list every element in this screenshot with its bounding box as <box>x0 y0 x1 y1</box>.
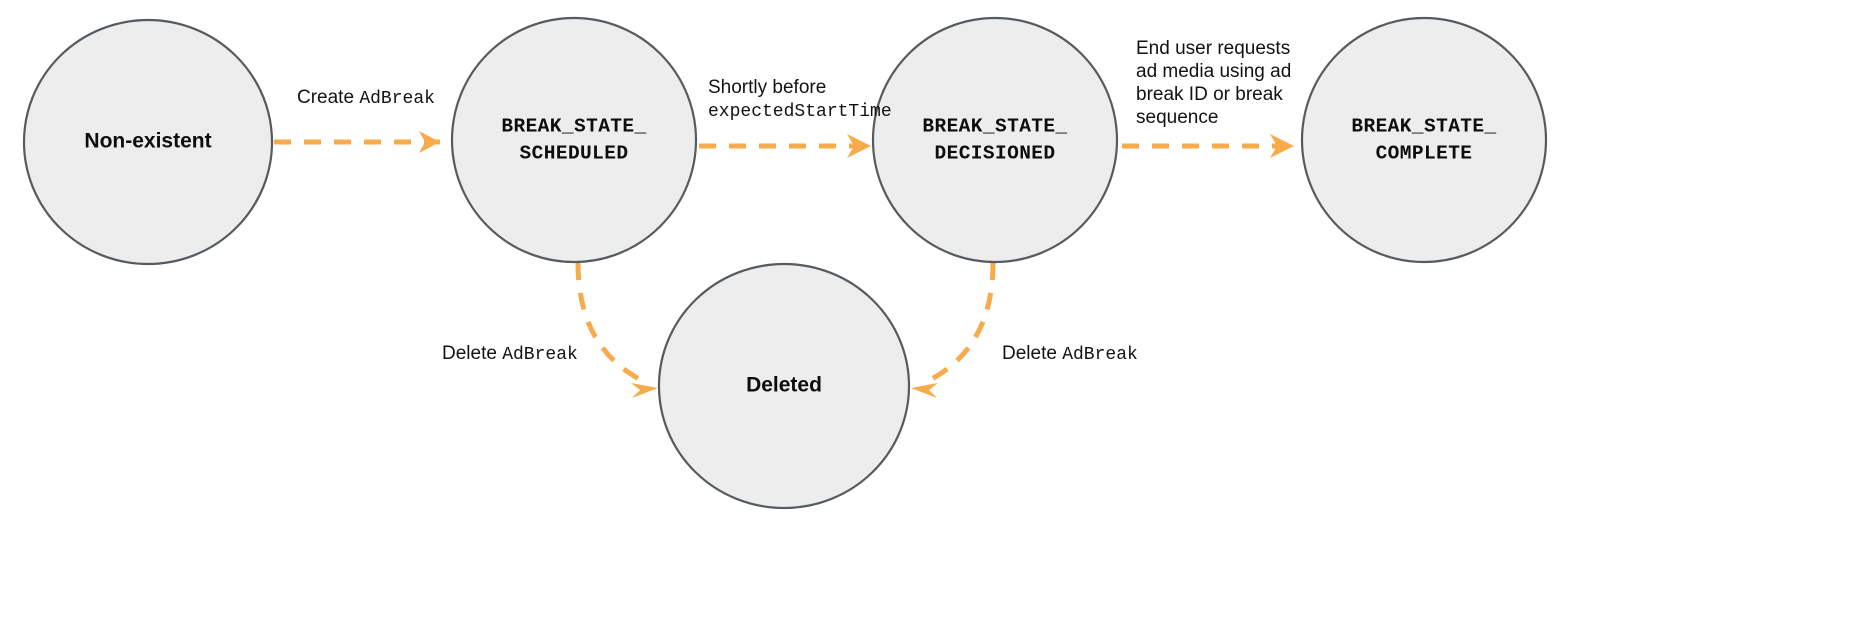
edge-label-run: AdBreak <box>359 89 435 109</box>
edge-label-line: Delete AdBreak <box>1002 343 1138 365</box>
node-shape-non-existent <box>22 18 274 266</box>
node-non-existent[interactable]: Non-existent <box>22 18 274 266</box>
edge-label-run: Create <box>297 87 359 108</box>
node-label-break-state-complete: COMPLETE <box>1376 143 1473 165</box>
node-label-break-state-decisioned: DECISIONED <box>934 143 1055 165</box>
arrowhead-icon <box>419 131 440 153</box>
edge-label-line: expectedStartTime <box>708 102 892 122</box>
arrowhead-icon <box>847 134 871 158</box>
edge-label-run: break ID or break <box>1136 84 1283 105</box>
arrowhead-icon <box>911 383 938 398</box>
node-label-break-state-scheduled: BREAK_STATE_ <box>501 116 646 138</box>
node-label-break-state-decisioned: BREAK_STATE_ <box>922 116 1067 138</box>
node-shape-break-state-decisioned <box>871 16 1119 264</box>
edge-label-line: End user requests <box>1136 38 1290 59</box>
node-break-state-scheduled[interactable]: BREAK_STATE_ SCHEDULED <box>450 16 698 264</box>
edge-label-run: End user requests <box>1136 38 1290 59</box>
edge-label-line: Create AdBreak <box>297 87 435 109</box>
edge-label-shortly-before-expected-start-time: Shortly before expectedStartTime <box>708 77 892 122</box>
edge-label-run: Delete <box>1002 343 1062 364</box>
node-shape-break-state-scheduled <box>450 16 698 264</box>
edge-label-line: Shortly before <box>708 77 826 98</box>
edge-delete-adbreak-from-decisioned <box>911 262 996 398</box>
edge-label-line: Delete AdBreak <box>442 343 578 365</box>
edge-line-delete-adbreak-from-decisioned <box>924 262 996 385</box>
node-shape-break-state-complete <box>1300 16 1548 264</box>
edge-label-run: Shortly before <box>708 77 826 98</box>
edge-label-run: ad media using ad <box>1136 61 1291 82</box>
edge-label-line: ad media using ad <box>1136 61 1291 82</box>
arrowhead-icon <box>631 383 658 398</box>
node-label-non-existent: Non-existent <box>84 130 211 153</box>
node-label-break-state-scheduled: SCHEDULED <box>520 143 629 165</box>
edge-line-delete-adbreak-from-scheduled <box>575 262 647 385</box>
edge-labels-layer: Create AdBreak Shortly before expectedStar… <box>297 38 1291 365</box>
edge-end-user-requests-ad-media <box>1122 134 1294 158</box>
arrowhead-icon <box>1270 134 1294 158</box>
node-label-break-state-complete: BREAK_STATE_ <box>1351 116 1496 138</box>
edges-layer <box>274 131 1294 398</box>
edge-label-run: expectedStartTime <box>708 102 892 122</box>
node-break-state-complete[interactable]: BREAK_STATE_ COMPLETE <box>1300 16 1548 264</box>
node-break-state-decisioned[interactable]: BREAK_STATE_ DECISIONED <box>871 16 1119 264</box>
edge-delete-adbreak-from-scheduled <box>575 262 658 398</box>
edge-label-delete-adbreak-from-scheduled: Delete AdBreak <box>442 343 578 365</box>
node-deleted[interactable]: Deleted <box>657 262 911 510</box>
edge-label-line: sequence <box>1136 107 1218 128</box>
node-label-deleted: Deleted <box>746 374 822 397</box>
edge-create-adbreak <box>274 131 440 153</box>
node-shape-deleted <box>657 262 911 510</box>
edge-label-run: AdBreak <box>502 345 578 365</box>
edge-label-run: AdBreak <box>1062 345 1138 365</box>
nodes-layer: Non-existentBREAK_STATE_SCHEDULEDBREAK_S… <box>22 16 1548 510</box>
edge-label-line: break ID or break <box>1136 84 1283 105</box>
edge-label-create-adbreak: Create AdBreak <box>297 87 435 109</box>
edge-label-delete-adbreak-from-decisioned: Delete AdBreak <box>1002 343 1138 365</box>
edge-label-run: Delete <box>442 343 502 364</box>
edge-shortly-before-expected-start-time <box>699 134 871 158</box>
edge-label-run: sequence <box>1136 107 1218 128</box>
